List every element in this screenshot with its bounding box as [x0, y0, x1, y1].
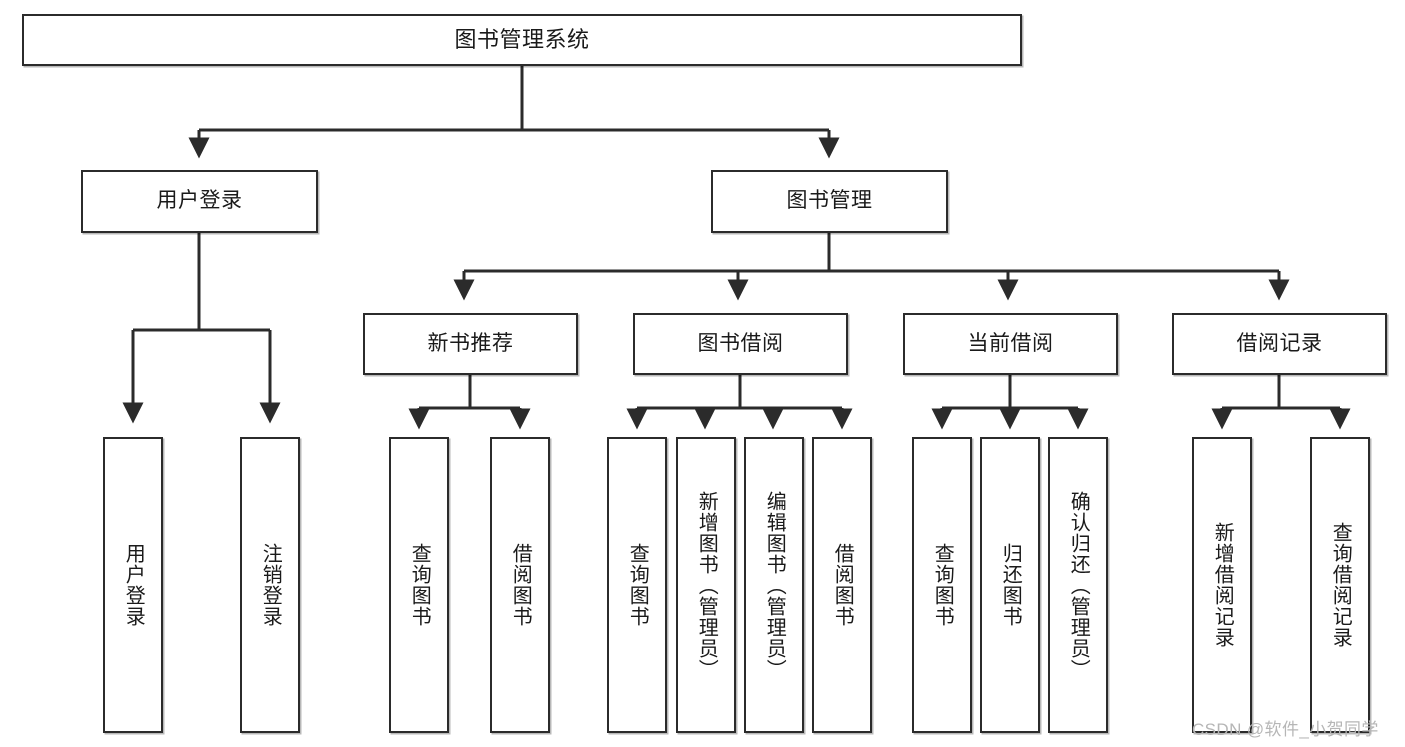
leaf-borrow-borrow-book[interactable]: 借阅图书	[812, 437, 872, 733]
node-label: 当前借阅	[967, 331, 1054, 355]
node-label: 查询图书	[626, 543, 649, 627]
node-label: 用户登录	[156, 189, 243, 213]
node-label: 查询借阅记录	[1329, 522, 1352, 648]
leaf-borrow-add-book[interactable]: 新增图书（管理员）	[676, 437, 736, 733]
leaf-user-login-logout[interactable]: 注销登录	[240, 437, 300, 733]
node-label: 借阅图书	[831, 543, 854, 627]
csdn-watermark: CSDN @软件_小贺同学	[1192, 720, 1379, 739]
node-label: 用户登录	[122, 543, 145, 627]
node-book-management[interactable]: 图书管理	[711, 170, 948, 233]
leaf-borrow-edit-book[interactable]: 编辑图书（管理员）	[744, 437, 804, 733]
node-label: 新增借阅记录	[1211, 522, 1234, 648]
leaf-current-confirm-return[interactable]: 确认归还（管理员）	[1048, 437, 1108, 733]
node-label: 借阅记录	[1236, 331, 1323, 355]
leaf-new-book-query[interactable]: 查询图书	[389, 437, 449, 733]
leaf-user-login-login[interactable]: 用户登录	[103, 437, 163, 733]
node-label: 查询图书	[408, 543, 431, 627]
node-book-borrow[interactable]: 图书借阅	[633, 313, 848, 375]
leaf-record-add[interactable]: 新增借阅记录	[1192, 437, 1252, 733]
node-label: 新书推荐	[427, 331, 514, 355]
leaf-record-query[interactable]: 查询借阅记录	[1310, 437, 1370, 733]
node-current-borrow[interactable]: 当前借阅	[903, 313, 1118, 375]
node-label: 查询图书	[931, 543, 954, 627]
node-label: 归还图书	[999, 543, 1022, 627]
node-label: 注销登录	[259, 543, 282, 627]
node-root-system[interactable]: 图书管理系统	[22, 14, 1022, 66]
node-label: 编辑图书（管理员）	[763, 490, 786, 680]
node-user-login[interactable]: 用户登录	[81, 170, 318, 233]
node-label: 图书借阅	[697, 331, 784, 355]
node-label: 图书管理系统	[454, 27, 590, 53]
node-borrow-record[interactable]: 借阅记录	[1172, 313, 1387, 375]
node-label: 确认归还（管理员）	[1067, 490, 1090, 680]
leaf-current-query-book[interactable]: 查询图书	[912, 437, 972, 733]
leaf-borrow-query-book[interactable]: 查询图书	[607, 437, 667, 733]
leaf-current-return-book[interactable]: 归还图书	[980, 437, 1040, 733]
node-label: 图书管理	[786, 189, 873, 213]
leaf-new-book-borrow[interactable]: 借阅图书	[490, 437, 550, 733]
node-label: 新增图书（管理员）	[695, 490, 718, 680]
node-new-book-recommend[interactable]: 新书推荐	[363, 313, 578, 375]
node-label: 借阅图书	[509, 543, 532, 627]
